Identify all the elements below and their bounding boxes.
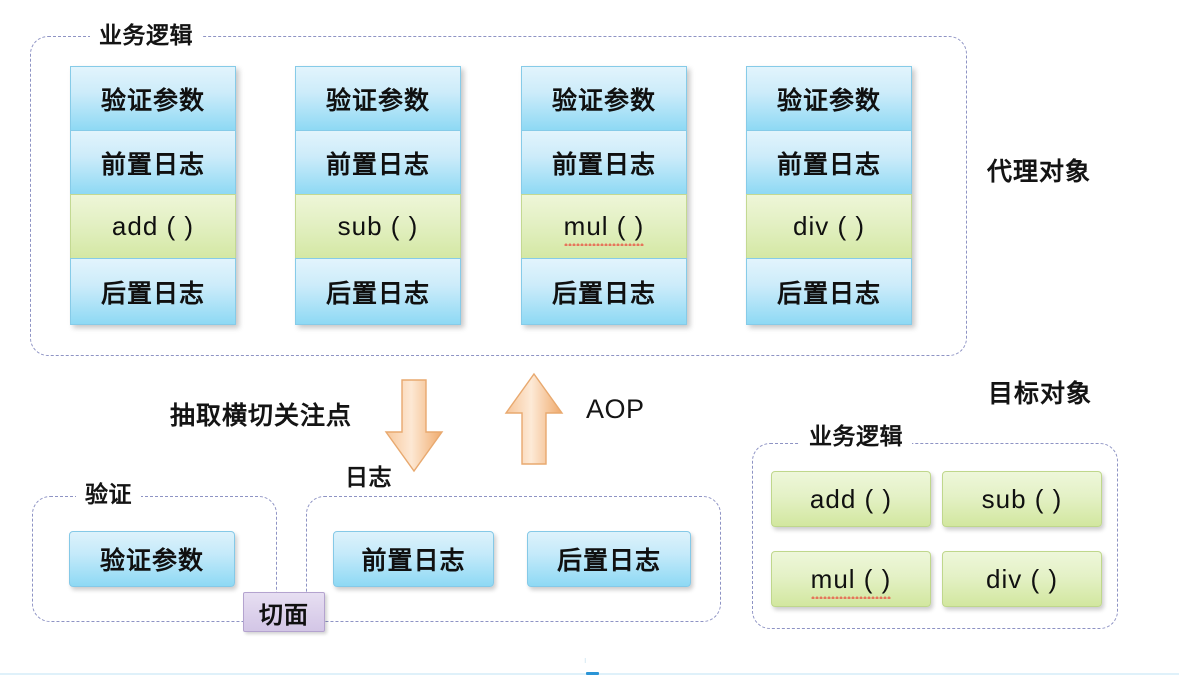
proxy-cell-before-log: 前置日志	[746, 130, 912, 195]
target-business-logic-group	[752, 443, 1118, 629]
spellcheck-underlined-text: mul ( )	[810, 563, 892, 599]
target-method-add: add ( )	[771, 471, 931, 527]
proxy-cell-validate-params: 验证参数	[295, 66, 461, 131]
proxy-cell-method-sub: sub ( )	[295, 194, 461, 259]
proxy-business-logic-group	[30, 36, 967, 356]
proxy-cell-method-div: div ( )	[746, 194, 912, 259]
proxy-cell-method-add: add ( )	[70, 194, 236, 259]
up-arrow-icon	[503, 371, 565, 467]
target-method-mul: mul ( )	[771, 551, 931, 607]
log-group	[306, 496, 721, 622]
proxy-cell-validate-params: 验证参数	[746, 66, 912, 131]
proxy-cell-validate-params: 验证参数	[521, 66, 687, 131]
target-method-div: div ( )	[942, 551, 1102, 607]
extract-crosscutting-concern-label: 抽取横切关注点	[170, 402, 353, 430]
validate-params-box: 验证参数	[69, 531, 235, 587]
faint-watermark: ı	[584, 655, 587, 665]
proxy-cell-before-log: 前置日志	[521, 130, 687, 195]
target-method-sub: sub ( )	[942, 471, 1102, 527]
before-log-box: 前置日志	[333, 531, 494, 587]
proxy-cell-after-log: 后置日志	[295, 258, 461, 325]
aspect-badge: 切面	[243, 592, 325, 632]
proxy-column-add: 验证参数 前置日志 add ( ) 后置日志	[70, 66, 236, 325]
player-progress-knob[interactable]	[586, 672, 599, 675]
down-arrow-icon	[383, 378, 445, 474]
proxy-business-logic-group-label: 业务逻辑	[90, 24, 202, 47]
proxy-cell-before-log: 前置日志	[295, 130, 461, 195]
spellcheck-underlined-text: mul ( )	[563, 211, 645, 246]
proxy-cell-method-mul: mul ( )	[521, 194, 687, 259]
proxy-cell-before-log: 前置日志	[70, 130, 236, 195]
proxy-column-sub: 验证参数 前置日志 sub ( ) 后置日志	[295, 66, 461, 325]
target-object-title: 目标对象	[988, 380, 1093, 408]
proxy-column-mul: 验证参数 前置日志 mul ( ) 后置日志	[521, 66, 687, 325]
proxy-cell-after-log: 后置日志	[521, 258, 687, 325]
validation-group-label: 验证	[76, 483, 141, 506]
proxy-object-title: 代理对象	[987, 158, 1092, 186]
proxy-column-div: 验证参数 前置日志 div ( ) 后置日志	[746, 66, 912, 325]
log-group-label: 日志	[336, 466, 401, 489]
proxy-cell-after-log: 后置日志	[746, 258, 912, 325]
target-business-logic-group-label: 业务逻辑	[800, 425, 912, 448]
proxy-cell-after-log: 后置日志	[70, 258, 236, 325]
after-log-box: 后置日志	[527, 531, 691, 587]
validation-group	[32, 496, 277, 622]
aop-label: AOP	[586, 394, 645, 424]
proxy-cell-validate-params: 验证参数	[70, 66, 236, 131]
